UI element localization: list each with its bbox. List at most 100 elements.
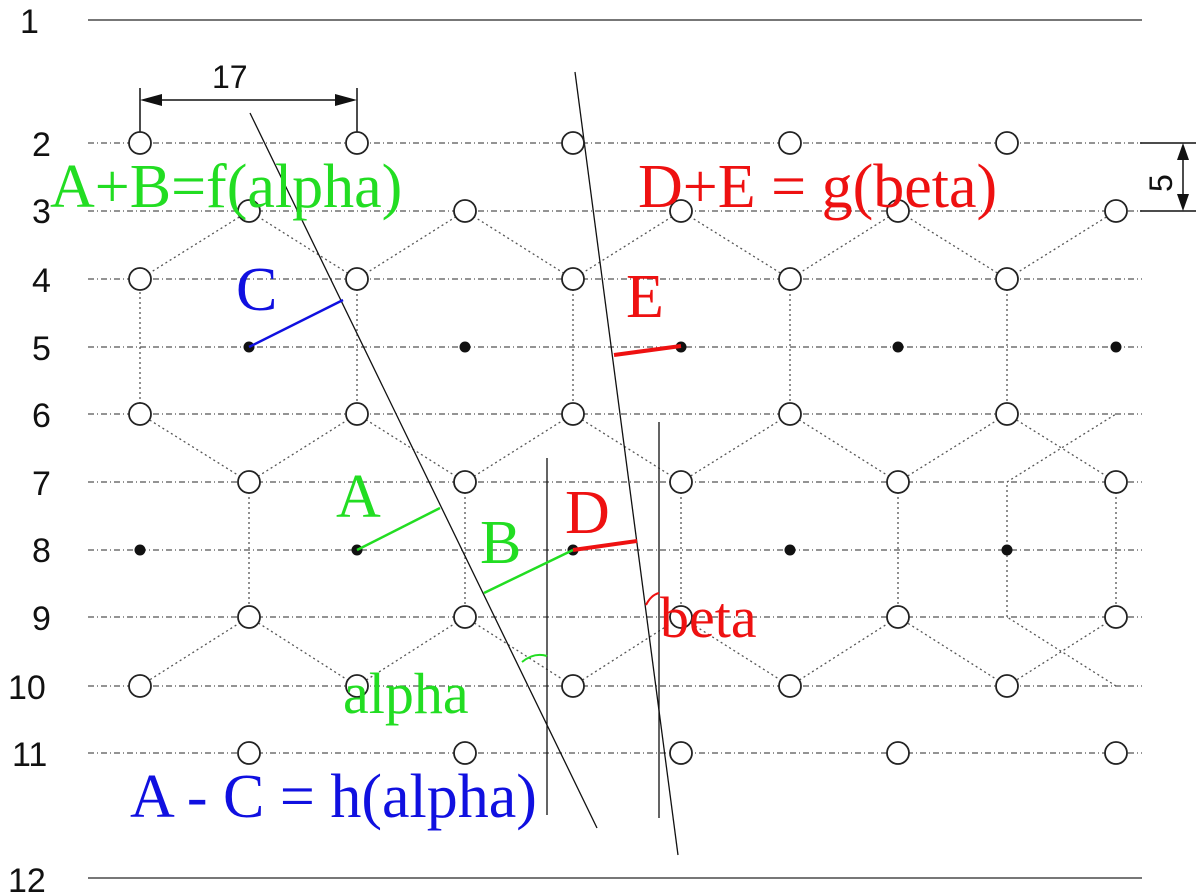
lattice-atom-circle	[561, 674, 585, 698]
hexagon-edge	[1006, 616, 1117, 687]
lattice-atom-circle	[237, 199, 261, 223]
lattice-atom-circle	[561, 402, 585, 426]
hexagon-edge	[789, 616, 899, 687]
hexagon-edge	[789, 413, 899, 483]
formula-g-beta: D+E = g(beta)	[638, 153, 997, 221]
lattice-atom-circle	[886, 741, 910, 765]
lattice-atom-circle	[995, 131, 1019, 155]
hexagon-edge	[572, 616, 682, 687]
lattice-atom-circle	[778, 674, 802, 698]
lattice-atom-circle	[128, 674, 152, 698]
lattice-atom-circle	[345, 131, 369, 155]
hexagon-edge	[897, 616, 1008, 687]
row-label-11: 11	[12, 736, 47, 774]
grid-lines	[88, 142, 1142, 754]
lattice-atom-circle	[1104, 741, 1128, 765]
inclined-line-alpha	[249, 112, 598, 829]
hexagon-edge	[248, 413, 358, 483]
hexagon-edge	[139, 616, 250, 687]
lattice-atom-circle	[1104, 470, 1128, 494]
lattice-atom-circle	[669, 741, 693, 765]
row-label-1: 1	[20, 3, 39, 41]
inclined-line-beta	[574, 71, 679, 856]
lattice-atom-circle	[453, 470, 477, 494]
hexagon-edge	[464, 210, 574, 280]
hexagon-edge	[139, 210, 250, 280]
lattice-atom-circle	[453, 605, 477, 629]
hexagon-edge	[897, 413, 1008, 483]
beta-angle-arc	[645, 592, 660, 606]
lattice-center-dot	[134, 544, 146, 556]
lattice-atom-circle	[453, 741, 477, 765]
lattice-atom-circle	[995, 267, 1019, 291]
lattice-atom-circle	[995, 402, 1019, 426]
construction-lines	[249, 71, 679, 856]
lattice-center-dot	[784, 544, 796, 556]
lattice-atom-circle	[886, 605, 910, 629]
hexagon-edge	[897, 210, 1008, 280]
hexagon-edge	[1006, 616, 1117, 687]
lattice-atom-circle	[345, 267, 369, 291]
label-a: A	[336, 463, 381, 531]
segment-b	[483, 548, 574, 595]
lattice-atom-circle	[561, 267, 585, 291]
label-e: E	[626, 263, 664, 331]
lattice-atom-circle	[669, 470, 693, 494]
lattice-atom-circle	[778, 131, 802, 155]
lattice-atom-circle	[778, 402, 802, 426]
lattice-atom-circle	[237, 741, 261, 765]
hexagon-edge	[464, 616, 574, 687]
hexagon-edge	[572, 413, 682, 483]
lattice-center-dot	[1001, 544, 1013, 556]
row-label-2: 2	[32, 126, 51, 164]
lattice-center-dot	[459, 341, 471, 353]
lattice-atom-circle	[1104, 605, 1128, 629]
segment-c	[248, 298, 344, 349]
segment-a	[356, 506, 441, 552]
formula-f-alpha: A+B=f(alpha)	[50, 153, 402, 221]
lattice-nodes	[128, 131, 1128, 765]
label-d: D	[565, 479, 610, 547]
horizontal-dimension-label: 17	[212, 59, 248, 95]
hexagon-edge	[139, 413, 250, 483]
lattice-atom-circle	[237, 470, 261, 494]
lattice-atom-circle	[669, 605, 693, 629]
row-label-6: 6	[32, 397, 51, 435]
lattice-atom-circle	[778, 267, 802, 291]
row-label-7: 7	[32, 465, 51, 503]
hexagon-edge	[248, 616, 358, 687]
row-label-5: 5	[32, 330, 51, 368]
row-label-10: 10	[8, 669, 46, 707]
vertical-dimension	[1140, 142, 1196, 212]
lattice-atom-circle	[453, 199, 477, 223]
hexagon-edge	[1006, 210, 1117, 280]
lattice-atom-circle	[128, 267, 152, 291]
hexagon-edge	[572, 210, 682, 280]
hexagon-edge	[464, 413, 574, 483]
formula-h-alpha: A - C = h(alpha)	[130, 763, 537, 831]
lattice-center-dot	[892, 341, 904, 353]
alpha-angle-arc	[521, 653, 548, 663]
hexagon-edge	[789, 210, 899, 280]
horizontal-dimension	[139, 88, 358, 135]
lattice-atom-circle	[128, 402, 152, 426]
segment-d	[572, 539, 638, 552]
hexagon-edges	[139, 210, 1117, 687]
row-label-3: 3	[32, 193, 51, 231]
hexagon-edge	[680, 210, 791, 280]
lattice-atom-circle	[128, 131, 152, 155]
label-b: B	[480, 509, 521, 577]
lattice-atom-circle	[995, 674, 1019, 698]
lattice-atom-circle	[345, 674, 369, 698]
hexagon-edge	[356, 210, 466, 280]
row-label-9: 9	[32, 600, 51, 638]
hexagon-edge	[1006, 413, 1117, 483]
row-labels: 1 2 3 4 5 6 7 8 9 10 11 12	[8, 3, 51, 893]
label-c: C	[236, 256, 277, 324]
lattice-atom-circle	[1104, 199, 1128, 223]
lattice-atom-circle	[237, 605, 261, 629]
row-label-4: 4	[32, 262, 51, 300]
alpha-label: alpha	[343, 661, 469, 726]
lattice-center-dot	[1110, 341, 1122, 353]
lattice-atom-circle	[886, 199, 910, 223]
